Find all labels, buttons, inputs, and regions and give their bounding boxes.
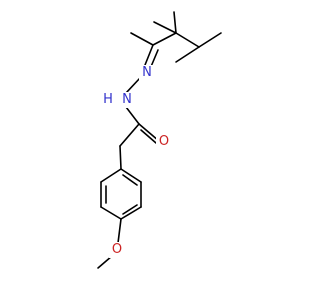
bond <box>122 174 138 186</box>
bond <box>97 255 113 269</box>
bond <box>100 168 122 183</box>
bond <box>122 204 138 215</box>
hydrogen-atom-label: H <box>100 92 116 108</box>
bond <box>130 32 154 46</box>
nitrogen-atom-label: N <box>119 92 135 108</box>
bond <box>125 77 141 94</box>
bond <box>144 44 154 66</box>
bond <box>125 106 140 125</box>
oxygen-atom-label: O <box>156 134 172 150</box>
oxygen-atom-label: O <box>109 242 125 258</box>
bond <box>100 206 122 220</box>
bond <box>175 46 200 63</box>
bond <box>120 168 142 183</box>
bond <box>173 11 177 34</box>
bond <box>152 32 177 46</box>
bond-layer <box>97 11 222 269</box>
bond <box>138 123 160 142</box>
bond <box>120 206 142 220</box>
molecule-drawing: N N H O O <box>97 11 222 269</box>
nitrogen-atom-label: N <box>139 65 155 81</box>
bond <box>119 123 140 147</box>
bond <box>140 129 157 144</box>
bond <box>119 145 122 170</box>
bond <box>153 21 177 34</box>
bond <box>117 218 122 244</box>
bond <box>198 32 222 48</box>
bond <box>175 32 200 48</box>
